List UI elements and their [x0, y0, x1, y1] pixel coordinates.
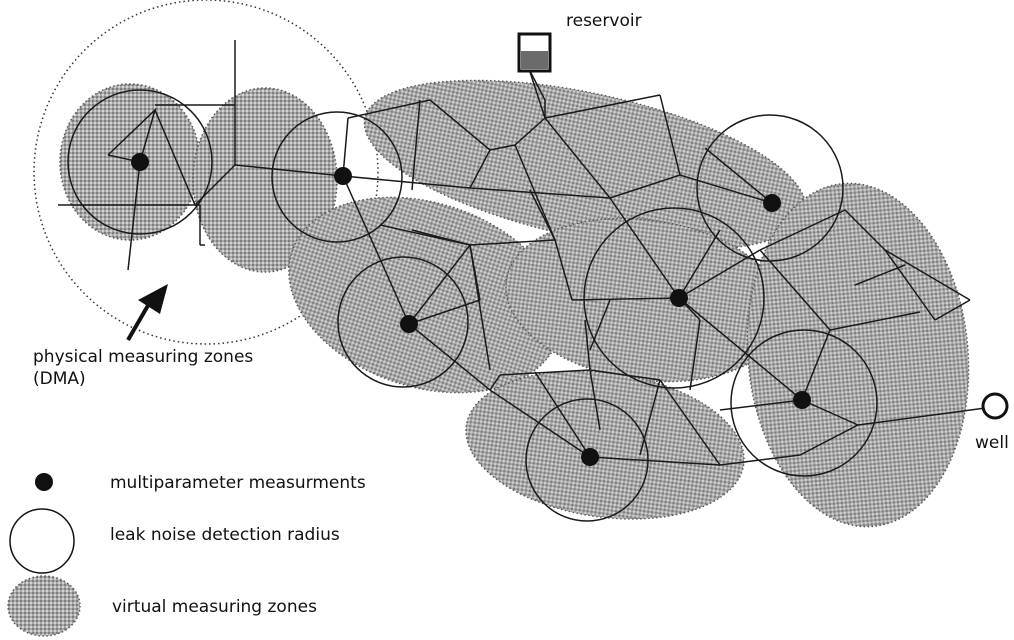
measurement-dot-icon [793, 391, 811, 409]
measurement-dot-icon [581, 448, 599, 466]
reservoir-tank-icon [517, 32, 552, 118]
legend-virtual-zones-label: virtual measuring zones [112, 597, 317, 617]
measurement-points [131, 153, 811, 466]
leak-radius-circle [730, 329, 878, 477]
measurement-dot-icon [334, 167, 352, 185]
legend-multiparameter-label: multiparameter measurments [110, 473, 366, 493]
legend-circle-icon [9, 508, 75, 574]
dma-label: physical measuring zones (DMA) [33, 347, 254, 389]
well-label: well [975, 433, 1009, 453]
legend-dot-icon [35, 473, 53, 491]
leak-radius-circle [67, 89, 213, 235]
measurement-dot-icon [131, 153, 149, 171]
measurement-dot-icon [400, 315, 418, 333]
measurement-dot-icon [670, 289, 688, 307]
leak-radius-circle [337, 256, 469, 388]
virtual-zone [59, 83, 201, 241]
arrow-icon [126, 284, 168, 342]
leak-radius-circle [696, 114, 844, 262]
legend-leak-radius-label: leak noise detection radius [110, 525, 340, 545]
leak-radius-circle [583, 207, 765, 389]
virtual-zones [59, 79, 970, 528]
leak-radius-circle [271, 111, 403, 243]
pipe-network [58, 40, 994, 466]
reservoir-label: reservoir [566, 11, 642, 31]
measurement-dot-icon [763, 194, 781, 212]
well-icon [981, 392, 1009, 420]
leak-radius-circle [525, 398, 649, 522]
dma-boundary [33, 0, 379, 345]
leak-radius-circles [67, 89, 878, 522]
legend-zone-icon [7, 575, 81, 637]
